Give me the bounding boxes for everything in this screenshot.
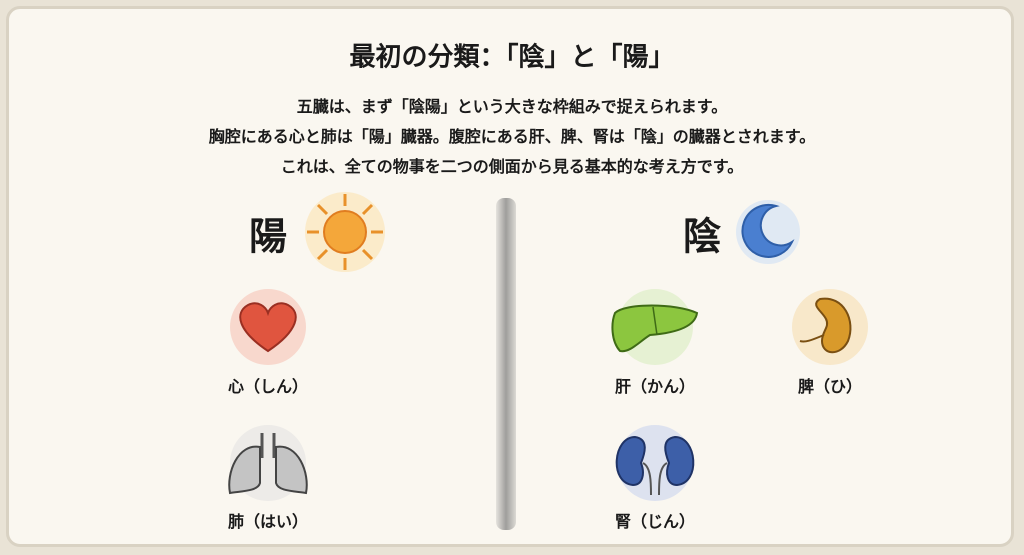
organ-label-liver: 肝（かん） — [614, 377, 696, 396]
heart-icon — [230, 289, 306, 365]
organ-label-heart: 心（しん） — [227, 377, 309, 396]
kidneys-icon — [615, 425, 695, 501]
liver-icon — [611, 289, 699, 365]
description-line-3: これは、全ての物事を二つの側面から見る基本的な考え方です。 — [280, 157, 744, 176]
yin-heading: 陰 — [682, 214, 722, 259]
organ-label-lungs: 肺（はい） — [227, 512, 309, 531]
description-line-2: 胸腔にある心と肺は「陽」臓器。腹腔にある肝、脾、腎は「陰」の臓器とされます。 — [208, 127, 816, 146]
description-line-1: 五臓は、まず「陰陽」という大きな枠組みで捉えられます。 — [296, 97, 728, 116]
spleen-icon — [792, 289, 868, 365]
slide-title: 最初の分類：「陰」と「陽」 — [349, 42, 675, 73]
organ-label-kidneys: 腎（じん） — [614, 512, 696, 531]
yin-yang-divider — [496, 198, 516, 530]
sun-icon — [305, 192, 385, 272]
yang-heading: 陽 — [248, 214, 288, 259]
lungs-icon — [228, 425, 308, 501]
organ-label-spleen: 脾（ひ） — [797, 377, 863, 396]
moon-icon — [736, 200, 800, 264]
